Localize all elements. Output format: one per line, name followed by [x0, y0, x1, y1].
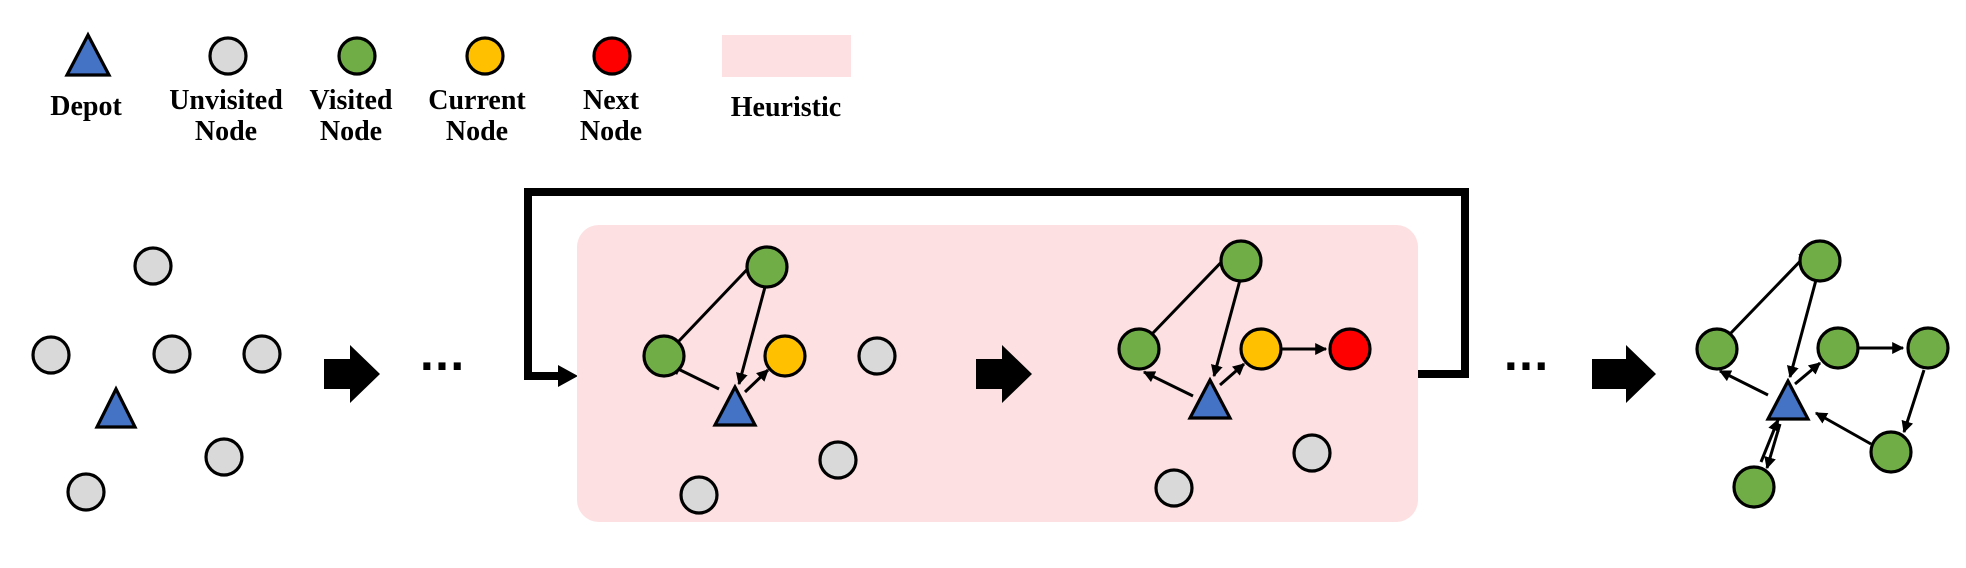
legend-depot-label: Depot [50, 91, 122, 122]
feedback-loop [524, 188, 1469, 387]
final-solution [1695, 239, 1950, 509]
legend-next-node: Next Node [580, 36, 642, 147]
visited-node [1219, 239, 1263, 283]
legend-visited-node: Visited Node [310, 36, 393, 147]
depot-triangle-icon [1765, 377, 1811, 421]
depot-triangle-icon [64, 31, 112, 77]
current-node [1239, 327, 1283, 371]
legend-unvisited-line1: Unvisited [169, 85, 283, 116]
visited-node [1732, 465, 1776, 509]
unvisited-node [242, 334, 282, 374]
unvisited-node [133, 246, 173, 286]
unvisited-node [857, 336, 897, 376]
unvisited-node [204, 437, 244, 477]
step-arrow-icon [324, 345, 380, 403]
legend-heuristic-label: Heuristic [731, 92, 841, 123]
heuristic-step-a [642, 245, 897, 515]
depot-triangle-icon [94, 385, 138, 429]
unvisited-node-icon [208, 36, 248, 76]
visited-node [1816, 326, 1860, 370]
legend-current-line2: Node [446, 116, 508, 147]
current-node-icon [465, 36, 505, 76]
legend-unvisited-node: Unvisited Node [169, 36, 283, 147]
legend: Depot Unvisited Node Visited Node Curren… [50, 31, 851, 147]
unvisited-node [1154, 468, 1194, 508]
visited-node [745, 245, 789, 289]
unvisited-node [31, 335, 71, 375]
visited-node [1117, 327, 1161, 371]
heuristic-step-b [1117, 239, 1372, 508]
legend-heuristic: Heuristic [722, 35, 851, 123]
legend-visited-line2: Node [320, 116, 382, 147]
ellipsis-left: ··· [419, 344, 465, 390]
legend-depot: Depot [50, 31, 122, 122]
current-node [763, 334, 807, 378]
visited-node [1695, 327, 1739, 371]
initial-graph [31, 246, 282, 512]
step-arrow-icon [976, 345, 1032, 403]
unvisited-node [152, 334, 192, 374]
unvisited-node [1292, 433, 1332, 473]
legend-unvisited-line2: Node [195, 116, 257, 147]
next-node [1328, 327, 1372, 371]
unvisited-node [66, 472, 106, 512]
legend-next-line2: Node [580, 116, 642, 147]
visited-node-icon [337, 36, 377, 76]
visited-node [1869, 430, 1913, 474]
step-arrow-icon [1592, 345, 1656, 403]
visited-node [1906, 326, 1950, 370]
legend-current-node: Current Node [428, 36, 526, 147]
depot-triangle-icon [1187, 376, 1233, 420]
next-node-icon [592, 36, 632, 76]
visited-node [1798, 239, 1842, 283]
legend-next-line1: Next [583, 85, 640, 116]
visited-node [642, 334, 686, 378]
unvisited-node [679, 475, 719, 515]
loop-arrowhead-icon [558, 365, 578, 387]
heuristic-swatch [722, 35, 851, 77]
loop-line [524, 188, 1469, 380]
legend-visited-line1: Visited [310, 85, 393, 116]
legend-current-line1: Current [428, 85, 526, 116]
depot-triangle-icon [712, 383, 758, 427]
ellipsis-right: ··· [1503, 344, 1549, 390]
unvisited-node [818, 440, 858, 480]
